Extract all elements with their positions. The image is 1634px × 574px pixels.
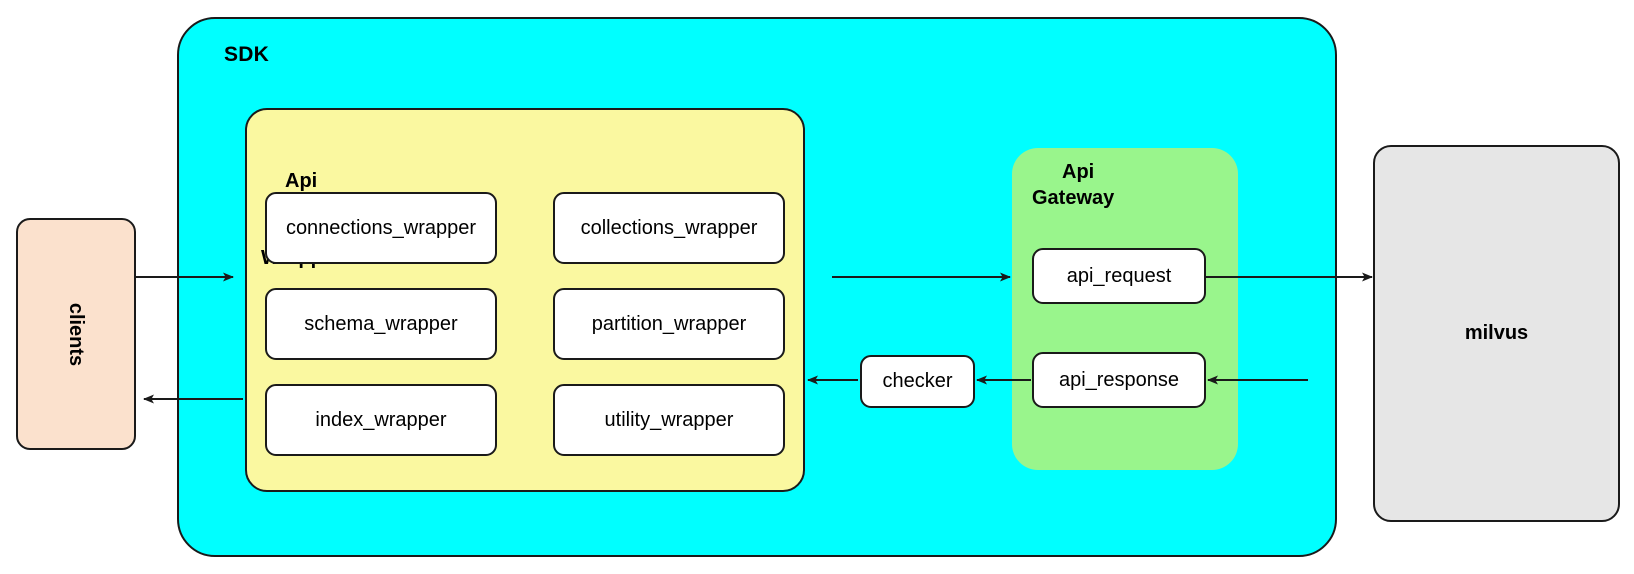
sdk-label: SDK xyxy=(224,43,269,66)
api-gateway-label-line2: Gateway xyxy=(1032,186,1115,209)
api-wrapper-label-line1: Api xyxy=(285,170,318,193)
clients-label: clients xyxy=(65,302,88,366)
node-checker[interactable]: checker xyxy=(860,355,975,408)
clients-node[interactable]: clients xyxy=(16,218,136,450)
module-utility-wrapper[interactable]: utility_wrapper xyxy=(553,384,785,456)
node-api-request[interactable]: api_request xyxy=(1032,248,1206,304)
module-partition-wrapper[interactable]: partition_wrapper xyxy=(553,288,785,360)
node-api-response[interactable]: api_response xyxy=(1032,352,1206,408)
milvus-label: milvus xyxy=(1464,322,1529,344)
api-gateway-label-line1: Api xyxy=(1062,161,1095,183)
module-connections-wrapper[interactable]: connections_wrapper xyxy=(265,192,497,264)
milvus-node[interactable]: milvus xyxy=(1373,145,1620,522)
module-index-wrapper[interactable]: index_wrapper xyxy=(265,384,497,456)
api-gateway-container[interactable]: Api Gateway xyxy=(1012,148,1238,470)
api-gateway-label: Api Gateway xyxy=(1032,160,1114,211)
module-collections-wrapper[interactable]: collections_wrapper xyxy=(553,192,785,264)
module-schema-wrapper[interactable]: schema_wrapper xyxy=(265,288,497,360)
